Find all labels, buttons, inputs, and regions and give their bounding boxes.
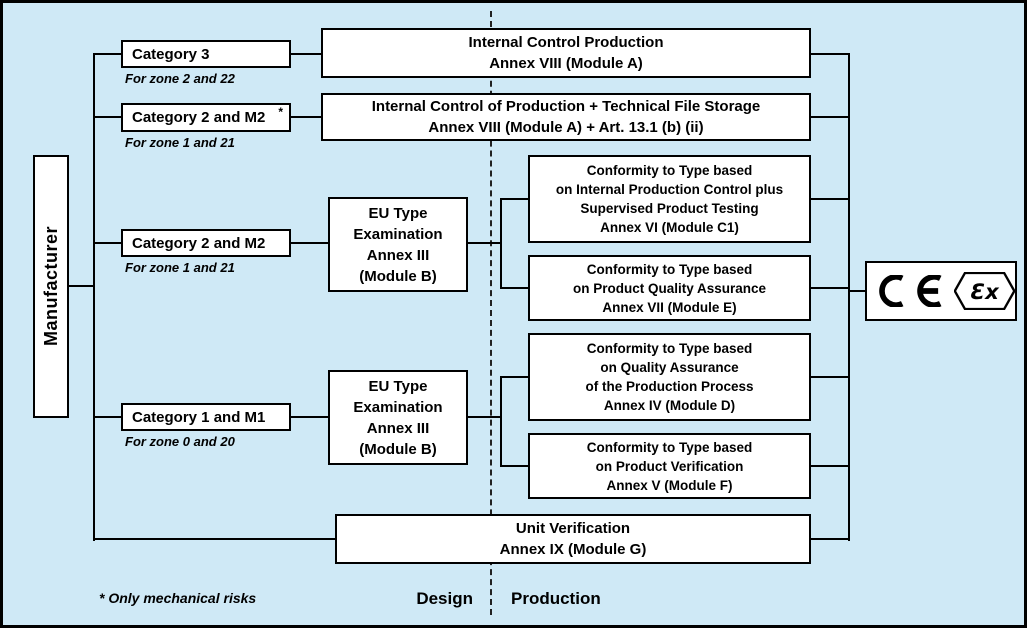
connector <box>93 538 335 540</box>
category-box-1-m1: Category 1 and M1 <box>121 403 291 431</box>
connector <box>500 198 502 289</box>
connector <box>291 116 321 118</box>
connector <box>93 53 121 55</box>
box-line: on Internal Production Control plus <box>555 182 784 197</box>
ex-mark-icon: Ɛx <box>953 272 1015 310</box>
category-label: Category 1 and M1 <box>132 408 266 426</box>
connector <box>500 465 528 467</box>
category-label: Category 2 and M2 <box>132 109 266 126</box>
category-box-3: Category 3 <box>121 40 291 68</box>
conformity-module-d-box: Conformity to Type based on Quality Assu… <box>528 333 811 421</box>
box-line: Annex VII (Module E) <box>602 299 737 315</box>
connector <box>500 376 528 378</box>
box-line: (Module B) <box>359 267 437 285</box>
box-line: on Product Quality Assurance <box>572 280 767 296</box>
connector <box>500 287 528 289</box>
connector <box>93 116 121 118</box>
box-line: Annex VI (Module C1) <box>600 220 739 235</box>
connector <box>811 538 848 540</box>
connector <box>69 285 93 287</box>
box-subtitle: Annex IX (Module G) <box>499 541 647 558</box>
unit-verification-box: Unit Verification Annex IX (Module G) <box>335 514 811 564</box>
eu-type-examination-box-upper: EU Type Examination Annex III (Module B) <box>328 197 468 292</box>
connector <box>93 242 121 244</box>
conformity-module-e-box: Conformity to Type based on Product Qual… <box>528 255 811 321</box>
box-line: Conformity to Type based <box>586 163 753 178</box>
zone-label: For zone 0 and 20 <box>125 434 235 449</box>
design-production-divider-line <box>490 11 492 615</box>
internal-control-production-box: Internal Control Production Annex VIII (… <box>321 28 811 78</box>
box-subtitle: Annex VIII (Module A) <box>489 55 643 72</box>
box-line: of the Production Process <box>585 379 754 394</box>
box-line: Conformity to Type based <box>586 261 753 277</box>
eu-type-examination-box-lower: EU Type Examination Annex III (Module B) <box>328 370 468 465</box>
connector <box>500 376 502 467</box>
category-box-2-m2-asterisk: Category 2 and M2 * <box>121 103 291 132</box>
connector <box>291 53 321 55</box>
connector <box>848 53 850 541</box>
box-line: Examination <box>353 225 443 243</box>
category-box-2-m2: Category 2 and M2 <box>121 229 291 257</box>
box-line: Examination <box>353 398 443 416</box>
box-line: Annex III <box>366 419 430 437</box>
internal-control-technical-file-box: Internal Control of Production + Technic… <box>321 93 811 141</box>
connector <box>468 416 500 418</box>
connector <box>291 416 328 418</box>
zone-label: For zone 1 and 21 <box>125 135 235 150</box>
box-line: (Module B) <box>359 440 437 458</box>
box-line: on Quality Assurance <box>600 360 739 375</box>
box-line: Supervised Product Testing <box>580 201 759 216</box>
category-label: Category 2 and M2 <box>132 234 266 252</box>
connector <box>93 416 121 418</box>
conformity-module-c1-box: Conformity to Type based on Internal Pro… <box>528 155 811 243</box>
connector <box>848 290 865 292</box>
asterisk-marker: * <box>278 105 283 119</box>
box-title: Internal Control of Production + Technic… <box>371 98 761 115</box>
connector <box>811 287 848 289</box>
box-line: Annex III <box>366 246 430 264</box>
box-line: Conformity to Type based <box>586 341 753 356</box>
conformity-module-f-box: Conformity to Type based on Product Veri… <box>528 433 811 499</box>
connector <box>811 198 848 200</box>
production-phase-label: Production <box>511 589 601 608</box>
box-line: EU Type <box>368 377 428 395</box>
connector <box>811 465 848 467</box>
connector <box>811 116 848 118</box>
connector <box>93 53 95 541</box>
box-subtitle: Annex VIII (Module A) + Art. 13.1 (b) (i… <box>428 119 704 136</box>
zone-label: For zone 1 and 21 <box>125 260 235 275</box>
box-line: on Product Verification <box>595 458 744 474</box>
ce-ex-marks-box: Ɛx <box>865 261 1017 321</box>
box-line: Conformity to Type based <box>586 439 753 455</box>
design-phase-label: Design <box>416 589 473 608</box>
box-line: EU Type <box>368 204 428 222</box>
box-title: Internal Control Production <box>468 34 664 51</box>
zone-label: For zone 2 and 22 <box>125 71 235 86</box>
category-label: Category 3 <box>132 45 210 63</box>
box-line: Annex IV (Module D) <box>603 398 736 413</box>
footnote-mechanical-risks: * Only mechanical risks <box>99 590 257 606</box>
box-title: Unit Verification <box>515 520 631 537</box>
manufacturer-box: Manufacturer <box>33 155 69 418</box>
connector <box>291 242 328 244</box>
connector <box>500 198 528 200</box>
connector <box>468 242 500 244</box>
connector <box>811 53 848 55</box>
box-line: Annex V (Module F) <box>606 477 733 493</box>
manufacturer-label: Manufacturer <box>40 226 61 347</box>
svg-text:Ɛx: Ɛx <box>970 279 1000 304</box>
connector <box>811 376 848 378</box>
ce-mark-icon <box>879 275 942 307</box>
